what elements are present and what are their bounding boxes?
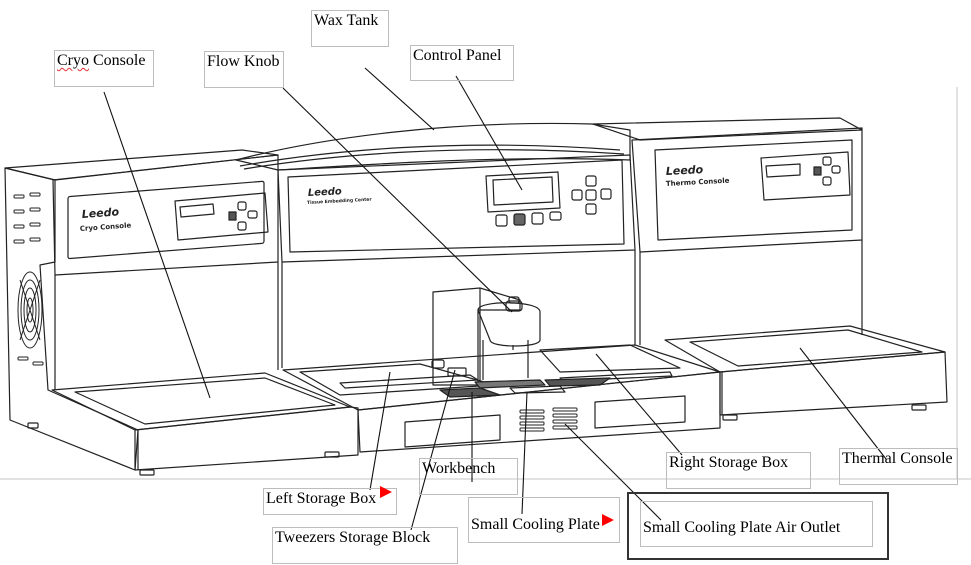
label-small-cooling-plate: Small Cooling Plate <box>468 497 620 543</box>
label-cryo-console: Cryo Console <box>54 50 154 87</box>
leader-small-cooling-plate <box>521 391 528 515</box>
label-small-cooling-plate-air-outlet: Small Cooling Plate Air Outlet <box>640 501 873 547</box>
leader-air-outlet <box>564 423 662 521</box>
fan-grille <box>17 271 43 349</box>
label-left-storage-box: Left Storage Box <box>263 488 397 515</box>
embedding-center-brand: Leedo <box>308 186 343 199</box>
label-wax-tank: Wax Tank <box>311 10 389 47</box>
label-workbench: Workbench <box>419 458 518 495</box>
cryo-console-nameplate: Cryo Console <box>80 221 132 233</box>
label-right-storage-box: Right Storage Box <box>666 452 811 489</box>
thermo-console-brand: Leedo <box>665 163 703 178</box>
embedding-center-nameplate: Tissue Embedding Center <box>307 197 373 206</box>
label-control-panel: Control Panel <box>410 45 514 81</box>
leader-wax-tank <box>364 67 435 131</box>
cryo-console-brand: Leedo <box>81 205 120 221</box>
thermo-console-nameplate: Thermo Console <box>666 177 730 188</box>
leader-thermal-console <box>799 347 887 460</box>
air-outlet-highlight-frame <box>627 492 889 560</box>
label-cryo-console-word2: Console <box>89 52 146 69</box>
leader-left-storage-box <box>369 371 391 491</box>
leader-right-storage-box <box>595 353 683 456</box>
red-marker-small-cooling-plate <box>602 514 614 526</box>
label-flow-knob: Flow Knob <box>204 51 284 88</box>
embedding-center-unit: Leedo Tissue Embedding Center <box>235 122 721 453</box>
thermal-console-unit: Leedo Thermo Console <box>592 117 948 421</box>
leader-flow-knob <box>282 87 513 313</box>
leader-control-panel <box>455 75 523 191</box>
cryo-console-unit: Leedo Cryo Console <box>4 149 359 476</box>
leader-tweezers-storage-block <box>410 369 456 531</box>
label-tweezers-storage-block: Tweezers Storage Block <box>272 527 458 564</box>
red-marker-left-storage-box <box>380 486 392 498</box>
label-cryo-console-word1: Cryo <box>57 52 89 69</box>
leader-cryo-console <box>103 91 211 399</box>
label-thermal-console: Thermal Console <box>839 448 958 485</box>
